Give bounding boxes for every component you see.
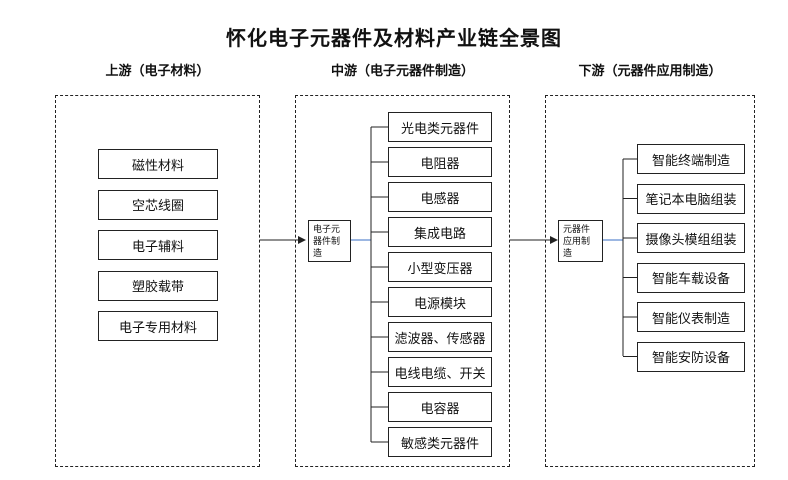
midstream-header: 中游（电子元器件制造） [330,64,474,79]
downstream-branches [623,158,637,357]
upstream-item: 电子辅料 [98,230,218,260]
downstream-item: 智能车载设备 [637,262,745,293]
midstream-item: 集成电路 [388,217,492,247]
downstream-item: 摄像头模组组装 [637,223,745,253]
downstream-region [545,95,755,467]
midstream-hub: 电子元器件制造 [308,220,351,262]
upstream-region [55,95,260,467]
downstream-hub: 元器件应用制造 [558,220,603,262]
midstream-item: 电线电缆、开关 [388,357,492,387]
midstream-item: 小型变压器 [388,252,492,282]
midstream-item: 滤波器、传感器 [388,322,492,352]
downstream-header: 下游（元器件应用制造） [578,64,722,79]
midstream-branches [371,126,388,443]
downstream-item: 智能仪表制造 [637,302,745,332]
downstream-item: 智能安防设备 [637,341,745,372]
downstream-item: 笔记本电脑组装 [637,183,745,214]
upstream-item: 塑胶载带 [98,270,218,301]
midstream-item: 电源模块 [388,287,492,317]
upstream-item: 空芯线圈 [98,189,218,220]
downstream-item: 智能终端制造 [637,144,745,174]
page-title: 怀化电子元器件及材料产业链全景图 [226,26,562,50]
midstream-item: 电感器 [388,182,492,212]
midstream-item: 电容器 [388,392,492,422]
upstream-item: 电子专用材料 [98,311,218,341]
upstream-item: 磁性材料 [98,149,218,179]
midstream-region [295,95,510,467]
upstream-header: 上游（电子材料） [105,64,210,79]
midstream-item: 电阻器 [388,147,492,177]
midstream-item: 光电类元器件 [388,112,492,142]
midstream-item: 敏感类元器件 [388,427,492,457]
